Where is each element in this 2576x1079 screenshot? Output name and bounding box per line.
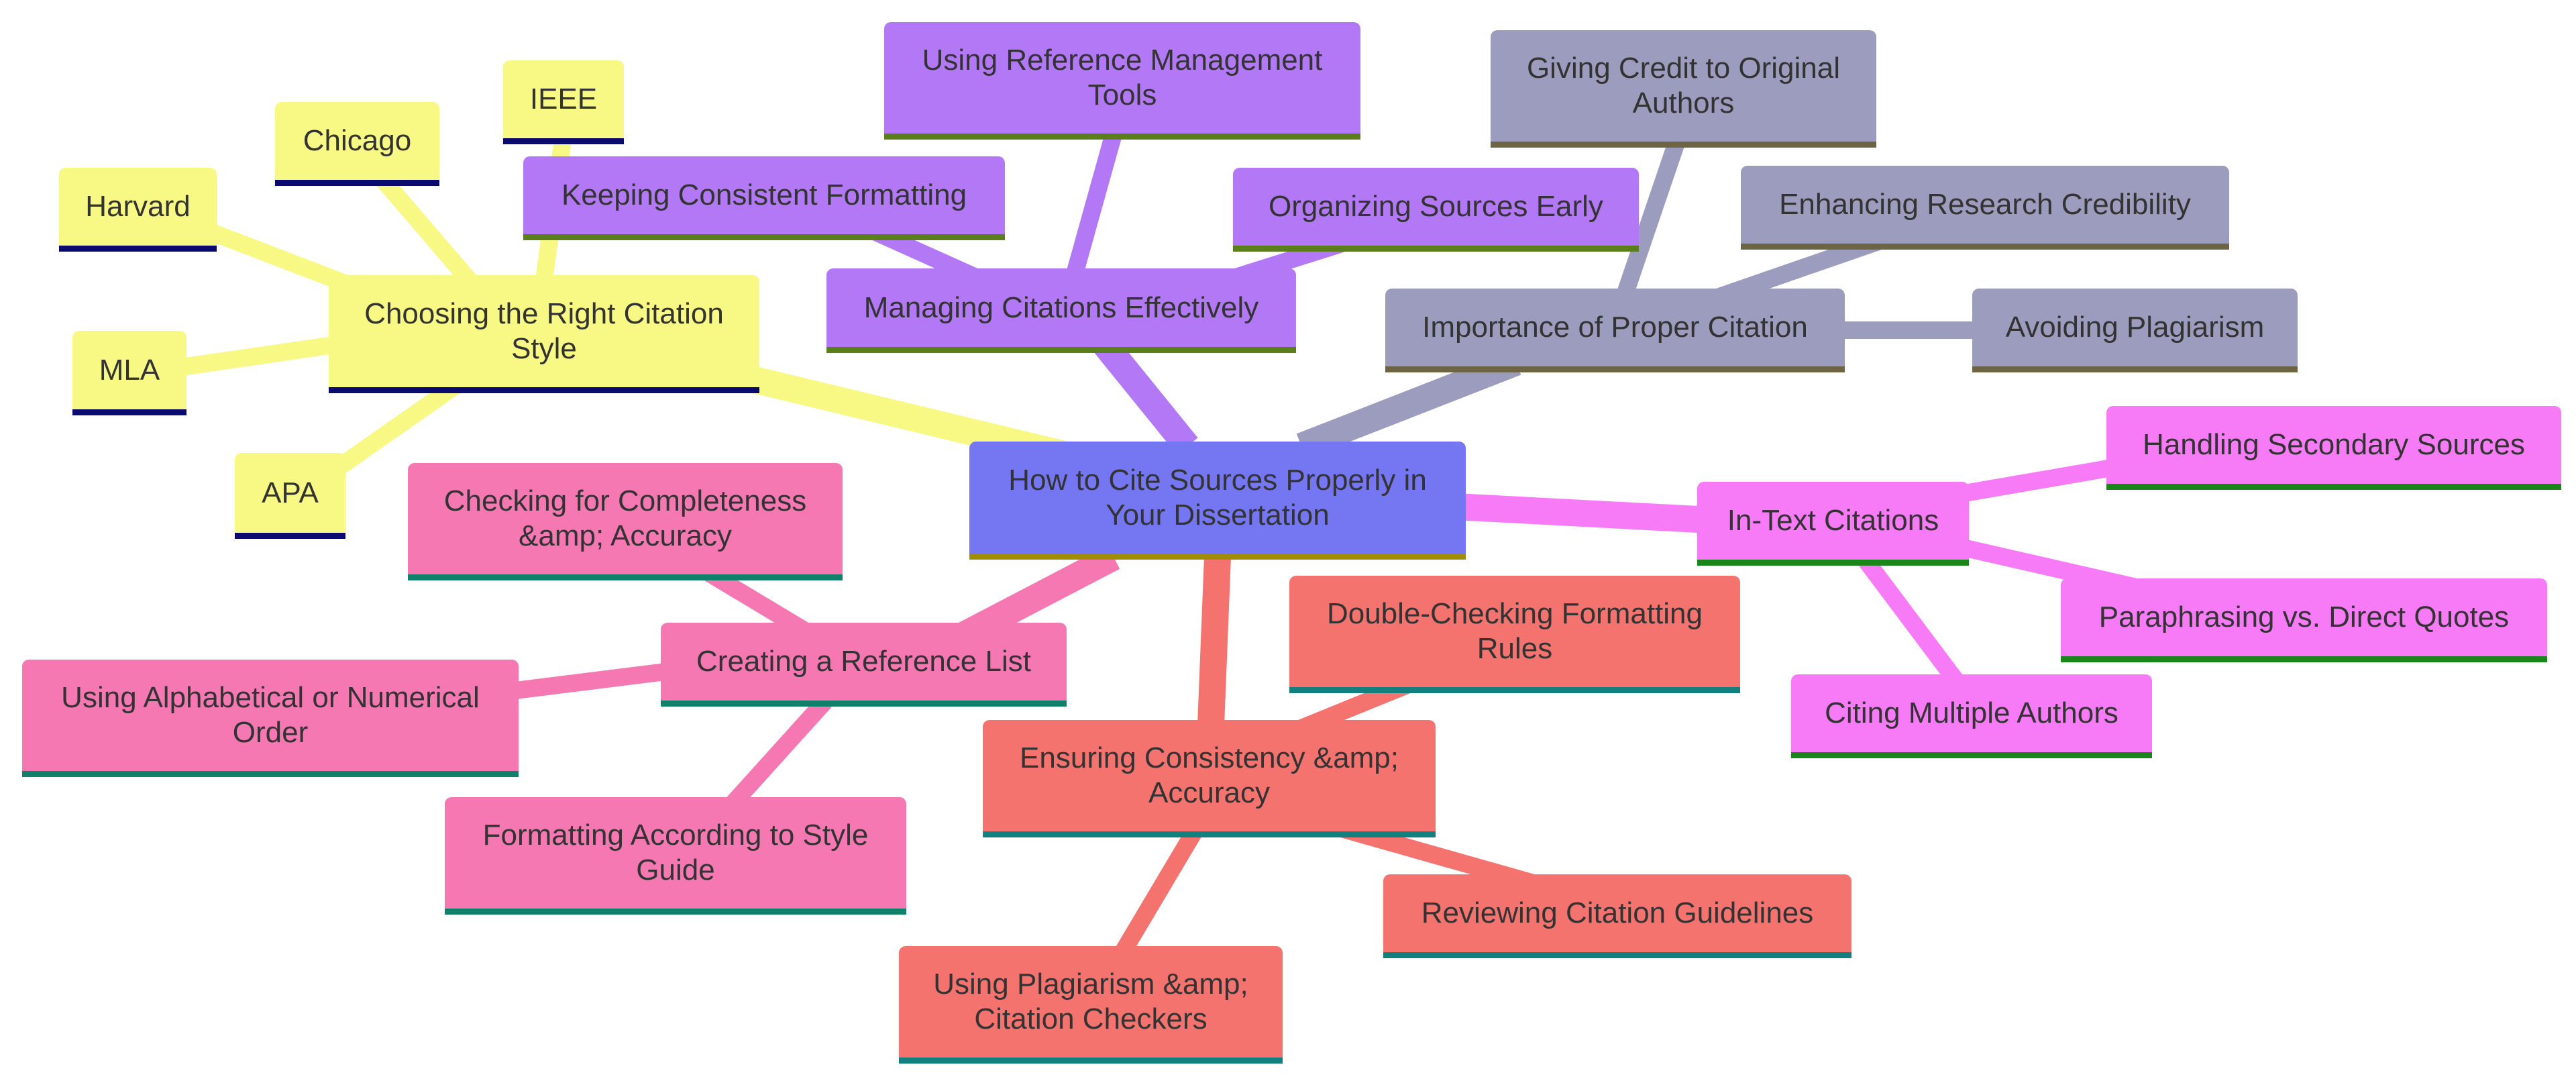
node-label: Creating a Reference List	[696, 645, 1031, 678]
node-label: Avoiding Plagiarism	[2005, 311, 2265, 344]
node-label: Harvard	[85, 190, 191, 223]
edge-importance-credit	[1615, 138, 1686, 302]
node-tools[interactable]: Using Reference Management Tools	[884, 22, 1360, 140]
node-label: IEEE	[529, 83, 598, 115]
node-consistency[interactable]: Ensuring Consistency &amp; Accuracy	[983, 720, 1436, 837]
node-label: Chicago	[303, 124, 412, 157]
node-chicago[interactable]: Chicago	[275, 102, 439, 186]
node-label: Enhancing Research Credibility	[1779, 188, 2191, 221]
edge-reference-list-formatting	[724, 695, 832, 811]
node-label: Keeping Consistent Formatting	[561, 178, 967, 211]
node-consistent[interactable]: Keeping Consistent Formatting	[523, 156, 1005, 240]
edge-root-importance	[1296, 350, 1521, 459]
root-node[interactable]: How to Cite Sources Properly in Your Dis…	[969, 442, 1466, 560]
node-label: Using Plagiarism &amp; Citation Checkers	[933, 968, 1248, 1035]
edge-in-text-secondary	[1943, 458, 2122, 505]
node-label: Paraphrasing vs. Direct Quotes	[2098, 601, 2510, 633]
root-label: How to Cite Sources Properly in Your Dis…	[1008, 463, 1427, 531]
node-in-text[interactable]: In-Text Citations	[1697, 482, 1969, 566]
node-harvard[interactable]: Harvard	[59, 168, 217, 252]
node-organizing[interactable]: Organizing Sources Early	[1233, 168, 1639, 252]
node-double-check[interactable]: Double-Checking Formatting Rules	[1289, 576, 1740, 693]
node-label: Importance of Proper Citation	[1422, 311, 1808, 344]
node-checkers[interactable]: Using Plagiarism &amp; Citation Checkers	[899, 946, 1283, 1064]
node-multiple[interactable]: Citing Multiple Authors	[1791, 674, 2152, 758]
node-credit[interactable]: Giving Credit to Original Authors	[1491, 30, 1876, 148]
node-reference-list[interactable]: Creating a Reference List	[661, 623, 1067, 707]
node-order[interactable]: Using Alphabetical or Numerical Order	[22, 660, 519, 777]
node-label: Using Alphabetical or Numerical Order	[61, 681, 480, 749]
node-secondary[interactable]: Handling Secondary Sources	[2106, 406, 2561, 490]
node-label: Checking for Completeness &amp; Accuracy	[443, 484, 807, 552]
node-label: Organizing Sources Early	[1269, 190, 1603, 223]
edge-in-text-multiple	[1851, 545, 1966, 690]
edge-root-consistency	[1197, 556, 1231, 725]
node-label: In-Text Citations	[1727, 504, 1939, 537]
node-formatting[interactable]: Formatting According to Style Guide	[445, 797, 906, 915]
node-label: Giving Credit to Original Authors	[1526, 52, 1841, 119]
node-label: Handling Secondary Sources	[2143, 428, 2525, 461]
node-reviewing[interactable]: Reviewing Citation Guidelines	[1383, 874, 1851, 958]
edge-reference-list-order	[508, 662, 672, 700]
node-ieee[interactable]: IEEE	[503, 60, 624, 144]
node-label: MLA	[99, 353, 160, 387]
edge-citation-style-chicago	[369, 165, 483, 295]
node-completeness[interactable]: Checking for Completeness &amp; Accuracy	[408, 463, 843, 580]
node-mla[interactable]: MLA	[72, 331, 186, 415]
node-label: Citing Multiple Authors	[1825, 697, 2118, 729]
node-managing[interactable]: Managing Citations Effectively	[826, 268, 1296, 353]
edge-root-in-text	[1454, 493, 1712, 533]
node-importance[interactable]: Importance of Proper Citation	[1385, 289, 1845, 372]
node-label: Reviewing Citation Guidelines	[1421, 896, 1814, 929]
node-credibility[interactable]: Enhancing Research Credibility	[1741, 166, 2229, 250]
node-citation-style[interactable]: Choosing the Right Citation Style	[329, 275, 759, 393]
node-label: Ensuring Consistency &amp; Accuracy	[1020, 741, 1399, 809]
node-label: APA	[262, 476, 319, 509]
node-plagiarism[interactable]: Avoiding Plagiarism	[1972, 289, 2298, 372]
node-label: Managing Citations Effectively	[863, 291, 1259, 324]
node-label: Using Reference Management Tools	[922, 44, 1323, 111]
node-label: Formatting According to Style Guide	[482, 819, 869, 886]
node-paraphrasing[interactable]: Paraphrasing vs. Direct Quotes	[2061, 578, 2547, 662]
edge-managing-tools	[1065, 132, 1122, 281]
edge-reference-list-completeness	[700, 562, 810, 639]
node-label: Double-Checking Formatting Rules	[1326, 597, 1703, 665]
node-label: Choosing the Right Citation Style	[364, 297, 724, 365]
node-apa[interactable]: APA	[235, 453, 345, 539]
edge-consistency-checkers	[1112, 827, 1202, 961]
